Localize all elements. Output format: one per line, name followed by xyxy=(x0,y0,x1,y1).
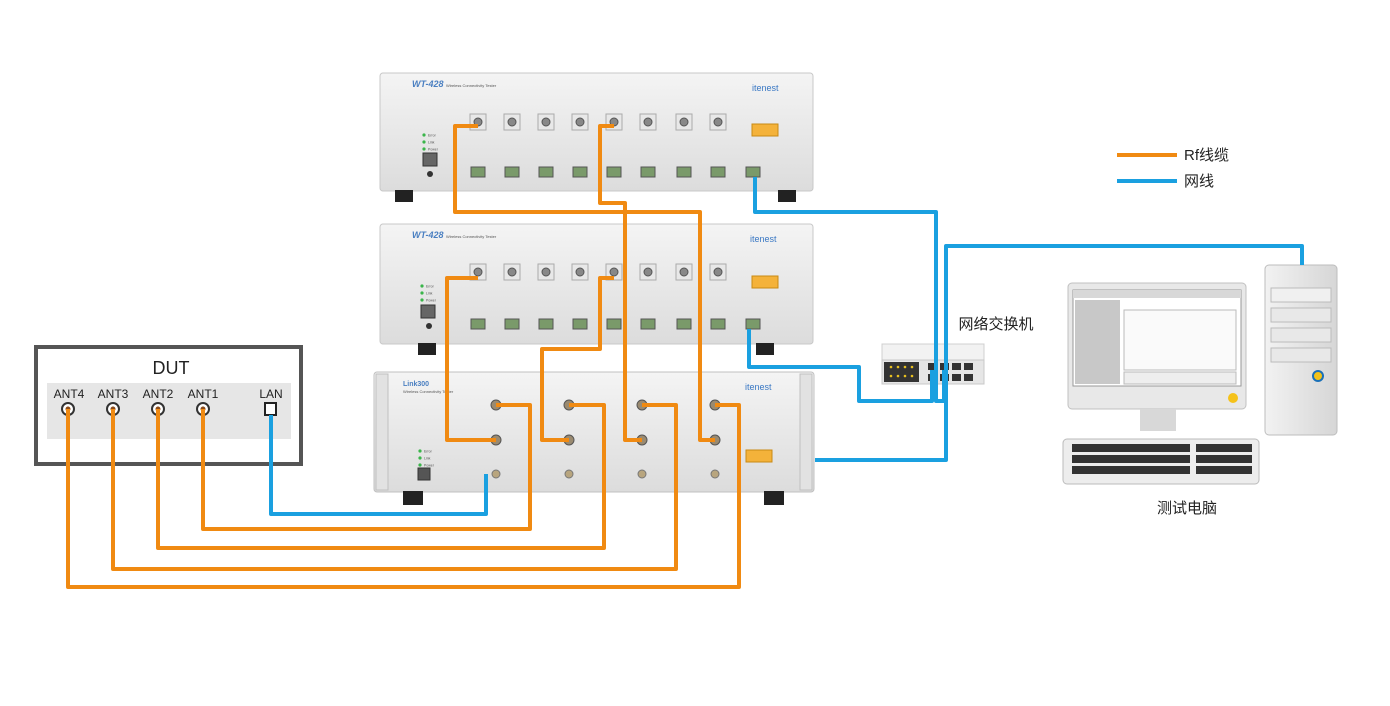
led-label: Error xyxy=(424,450,433,454)
tester-middle: WT-428 Wireless Connectivity Tester iten… xyxy=(379,223,814,355)
dut-port-label-ant4: ANT4 xyxy=(54,387,85,401)
ethernet-cable-dut-to-link xyxy=(269,415,488,516)
tester-middle-rf-ports xyxy=(469,263,727,281)
pc-drive-bay xyxy=(1270,287,1332,303)
pc-screen-table xyxy=(1123,371,1237,385)
led-label: Power xyxy=(424,464,435,468)
dut: DUT ANT4 ANT3 ANT2 ANT1 LAN xyxy=(34,345,303,466)
power-button[interactable] xyxy=(420,304,436,319)
legend: Rf线缆 网线 xyxy=(1117,147,1229,190)
pc-drive-bay xyxy=(1270,347,1332,363)
rf-cable-ant3 xyxy=(111,403,678,571)
warning-label-icon xyxy=(751,123,779,137)
led-label: Link xyxy=(424,457,431,461)
rf-cable-top-1 xyxy=(453,124,715,442)
tester-middle-brand: itenest xyxy=(750,234,777,244)
led-label: Link xyxy=(428,141,435,145)
ethernet-cables xyxy=(269,177,1304,516)
link-box-foot-right xyxy=(764,491,784,505)
dut-port-label-ant1: ANT1 xyxy=(188,387,219,401)
led-icon xyxy=(422,140,426,144)
tester-middle-foot-left xyxy=(418,343,436,355)
dut-lan-port-icon xyxy=(264,402,277,416)
link-box-chassis xyxy=(373,371,815,493)
led-icon xyxy=(418,449,422,453)
usb-port-icon xyxy=(426,323,432,329)
ethernet-cable-switch-to-pc xyxy=(815,244,1304,462)
pc-label: 测试电脑 xyxy=(1157,500,1217,517)
legend-net-label: 网线 xyxy=(1184,173,1214,190)
test-pc: 测试电脑 xyxy=(1062,264,1338,517)
switch-led-panel xyxy=(884,362,919,382)
usb-port-icon xyxy=(427,171,433,177)
led-label: Power xyxy=(428,148,439,152)
tester-middle-leds: Error Link Power xyxy=(420,284,437,303)
ethernet-cable-mid-tester-to-switch xyxy=(747,329,934,403)
power-button[interactable] xyxy=(422,152,438,167)
rf-cable-top-2 xyxy=(598,124,642,442)
led-icon xyxy=(418,456,422,460)
tester-middle-subtitle: Wireless Connectivity Tester xyxy=(446,234,497,239)
dut-lan-label: LAN xyxy=(259,387,282,401)
link-box: Link300 Wireless Connectivity Tester ite… xyxy=(373,371,815,505)
dut-port-label-ant3: ANT3 xyxy=(98,387,129,401)
pc-monitor-stand xyxy=(1140,409,1176,431)
led-label: Error xyxy=(426,285,435,289)
switch-label: 网络交换机 xyxy=(958,315,1033,333)
tester-top-chassis xyxy=(379,72,814,192)
pc-drive-bay xyxy=(1270,327,1332,343)
pc-power-icon xyxy=(1312,370,1324,382)
led-icon xyxy=(420,284,424,288)
rf-cable-mid-2 xyxy=(540,276,614,442)
pc-screen-chart xyxy=(1123,309,1237,371)
led-label: Link xyxy=(426,292,433,296)
tester-top-brand: itenest xyxy=(752,83,779,93)
rack-ear-right xyxy=(799,373,813,491)
pc-screen-sidebar xyxy=(1075,300,1120,384)
dut-panel xyxy=(47,383,291,439)
rf-cable-ant4 xyxy=(66,403,741,589)
link-box-brand: itenest xyxy=(745,382,772,392)
pc-drive-bay xyxy=(1270,307,1332,323)
tester-top-subtitle: Wireless Connectivity Tester xyxy=(446,83,497,88)
led-icon xyxy=(422,147,426,151)
rf-cable-ant2 xyxy=(156,403,606,550)
tester-top-leds: Error Link Power xyxy=(422,133,439,152)
led-label: Power xyxy=(426,299,437,303)
tester-middle-model: WT-428 xyxy=(412,230,444,240)
led-label: Error xyxy=(428,134,437,138)
pc-screen-toolbar xyxy=(1073,290,1241,298)
tester-top-foot-left xyxy=(395,190,413,202)
warning-label-icon xyxy=(751,275,779,289)
link-box-foot-left xyxy=(403,491,423,505)
legend-rf-label: Rf线缆 xyxy=(1184,147,1229,164)
dut-port-label-ant2: ANT2 xyxy=(143,387,174,401)
rf-cable-mid-1 xyxy=(445,276,496,442)
rf-cable-ant1 xyxy=(201,403,532,531)
link-box-model: Link300 xyxy=(403,381,429,388)
led-icon xyxy=(418,463,422,467)
pc-monitor-button-icon xyxy=(1228,393,1238,403)
tester-middle-chassis xyxy=(379,223,814,345)
tester-top: WT-428 Wireless Connectivity Tester iten… xyxy=(379,72,814,202)
led-icon xyxy=(420,298,424,302)
warning-label-icon xyxy=(745,449,773,463)
tester-top-eth-ports xyxy=(470,166,761,178)
rack-ear-left xyxy=(375,373,389,491)
link-box-leds: Error Link Power xyxy=(418,449,435,468)
led-icon xyxy=(422,133,426,137)
led-icon xyxy=(420,291,424,295)
pc-keyboard-keys xyxy=(1072,444,1252,474)
tester-top-model: WT-428 xyxy=(412,79,444,89)
rf-cables xyxy=(66,124,741,589)
network-switch: 网络交换机 xyxy=(881,315,1034,385)
tester-middle-foot-right xyxy=(756,343,774,355)
tester-top-foot-right xyxy=(778,190,796,202)
link-box-subtitle: Wireless Connectivity Tester xyxy=(403,389,454,394)
power-button[interactable] xyxy=(417,467,431,481)
dut-title: DUT xyxy=(153,358,190,378)
tester-middle-eth-ports xyxy=(470,318,761,330)
